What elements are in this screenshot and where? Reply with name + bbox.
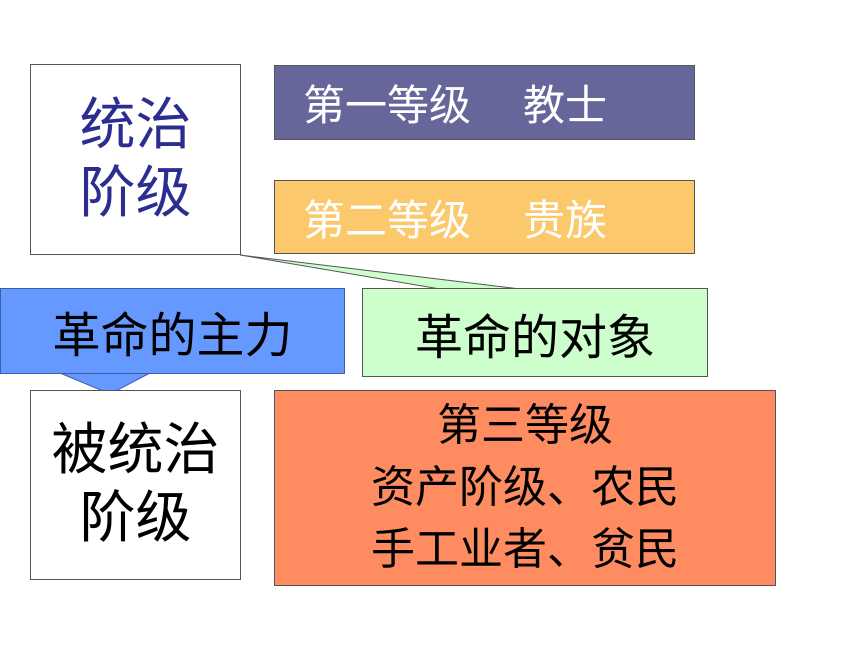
second-estate-group: 贵族: [523, 195, 608, 245]
ruling-class-line1: 统治: [79, 92, 192, 158]
first-estate-group: 教士: [523, 81, 608, 130]
third-estate-label: 第三等级: [437, 400, 613, 451]
main-force-text: 革命的主力: [52, 308, 293, 364]
third-estate-members-1: 资产阶级、农民: [371, 462, 679, 513]
third-estate-box: 第三等级 资产阶级、农民 手工业者、贫民: [274, 390, 776, 586]
third-estate-members-2: 手工业者、贫民: [371, 524, 679, 575]
ruling-class-line2: 阶级: [79, 160, 192, 226]
ruled-class-box: 被统治 阶级: [30, 390, 241, 580]
ruled-class-line2: 阶级: [79, 486, 192, 551]
first-estate-box: 第一等级 教士: [274, 65, 695, 140]
second-estate-box: 第二等级 贵族: [274, 180, 695, 254]
first-estate-label: 第一等级: [303, 81, 472, 130]
target-callout: 革命的对象: [362, 288, 708, 377]
main-force-callout: 革命的主力: [0, 288, 345, 374]
ruled-class-line1: 被统治: [51, 418, 220, 483]
target-callout-tail: [239, 254, 521, 290]
ruling-class-box: 统治 阶级: [30, 64, 241, 255]
second-estate-label: 第二等级: [303, 195, 472, 245]
target-text: 革命的对象: [414, 309, 655, 366]
